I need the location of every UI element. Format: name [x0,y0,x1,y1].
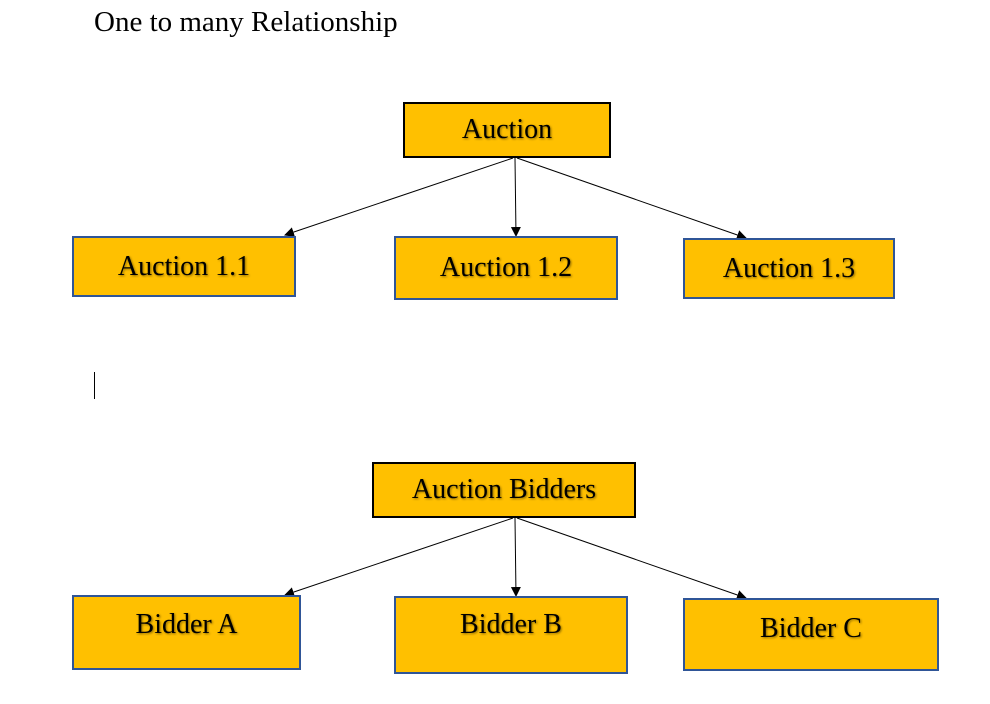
node-label: Bidder C [760,612,862,644]
node-label: Bidder A [135,608,238,640]
connector-arrow [516,517,747,600]
connector-arrow [510,517,521,597]
node-label: Auction Bidders [411,474,597,505]
connector-arrow [510,157,521,237]
child-node-bidder-a[interactable]: Bidder A [72,595,301,670]
child-node-auction-1-1[interactable]: Auction 1.1 [72,236,296,297]
page-title: One to many Relationship [94,6,398,38]
connector-arrow [516,157,747,240]
child-node-auction-1-2[interactable]: Auction 1.2 [394,236,618,300]
child-node-bidder-c[interactable]: Bidder C [683,598,939,671]
node-label: Auction 1.3 [722,252,856,284]
child-node-auction-1-3[interactable]: Auction 1.3 [683,238,895,299]
node-label: Auction 1.1 [117,250,251,282]
connector-arrow [284,517,514,597]
connector-arrow [284,157,514,237]
text-cursor [94,372,95,399]
node-label: Bidder B [460,609,562,640]
node-label: Auction 1.2 [439,252,573,283]
root-node-auction-bidders[interactable]: Auction Bidders [372,462,636,518]
root-node-auction[interactable]: Auction [403,102,611,158]
node-label: Auction [461,114,553,145]
child-node-bidder-b[interactable]: Bidder B [394,596,628,674]
